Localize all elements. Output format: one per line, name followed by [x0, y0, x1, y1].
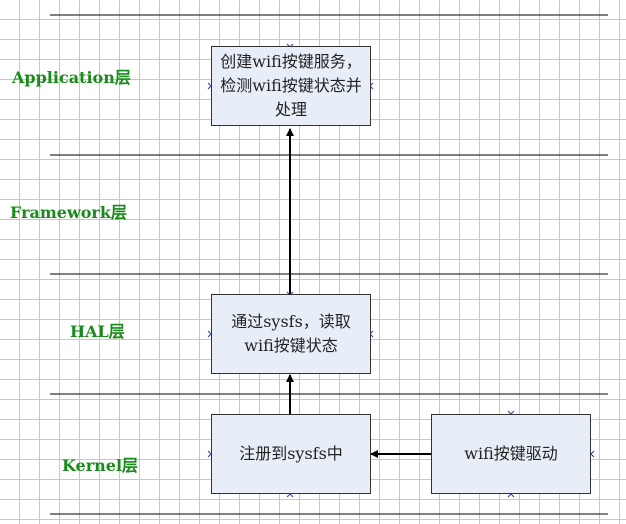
- layer-label-kernel: Kernel层: [62, 456, 139, 475]
- layer-label-application: Application层: [12, 68, 131, 87]
- layer-label-framework: Framework层: [10, 203, 127, 222]
- node-app-service: 创建wifi按键服务，检测wifi按键状态并处理: [211, 46, 371, 126]
- node-kernel-register: 注册到sysfs中: [211, 414, 371, 494]
- layer-label-hal: HAL层: [70, 322, 125, 341]
- node-kernel-driver: wifi按键驱动: [431, 414, 591, 494]
- node-hal-read: 通过sysfs，读取wifi按键状态: [211, 294, 371, 374]
